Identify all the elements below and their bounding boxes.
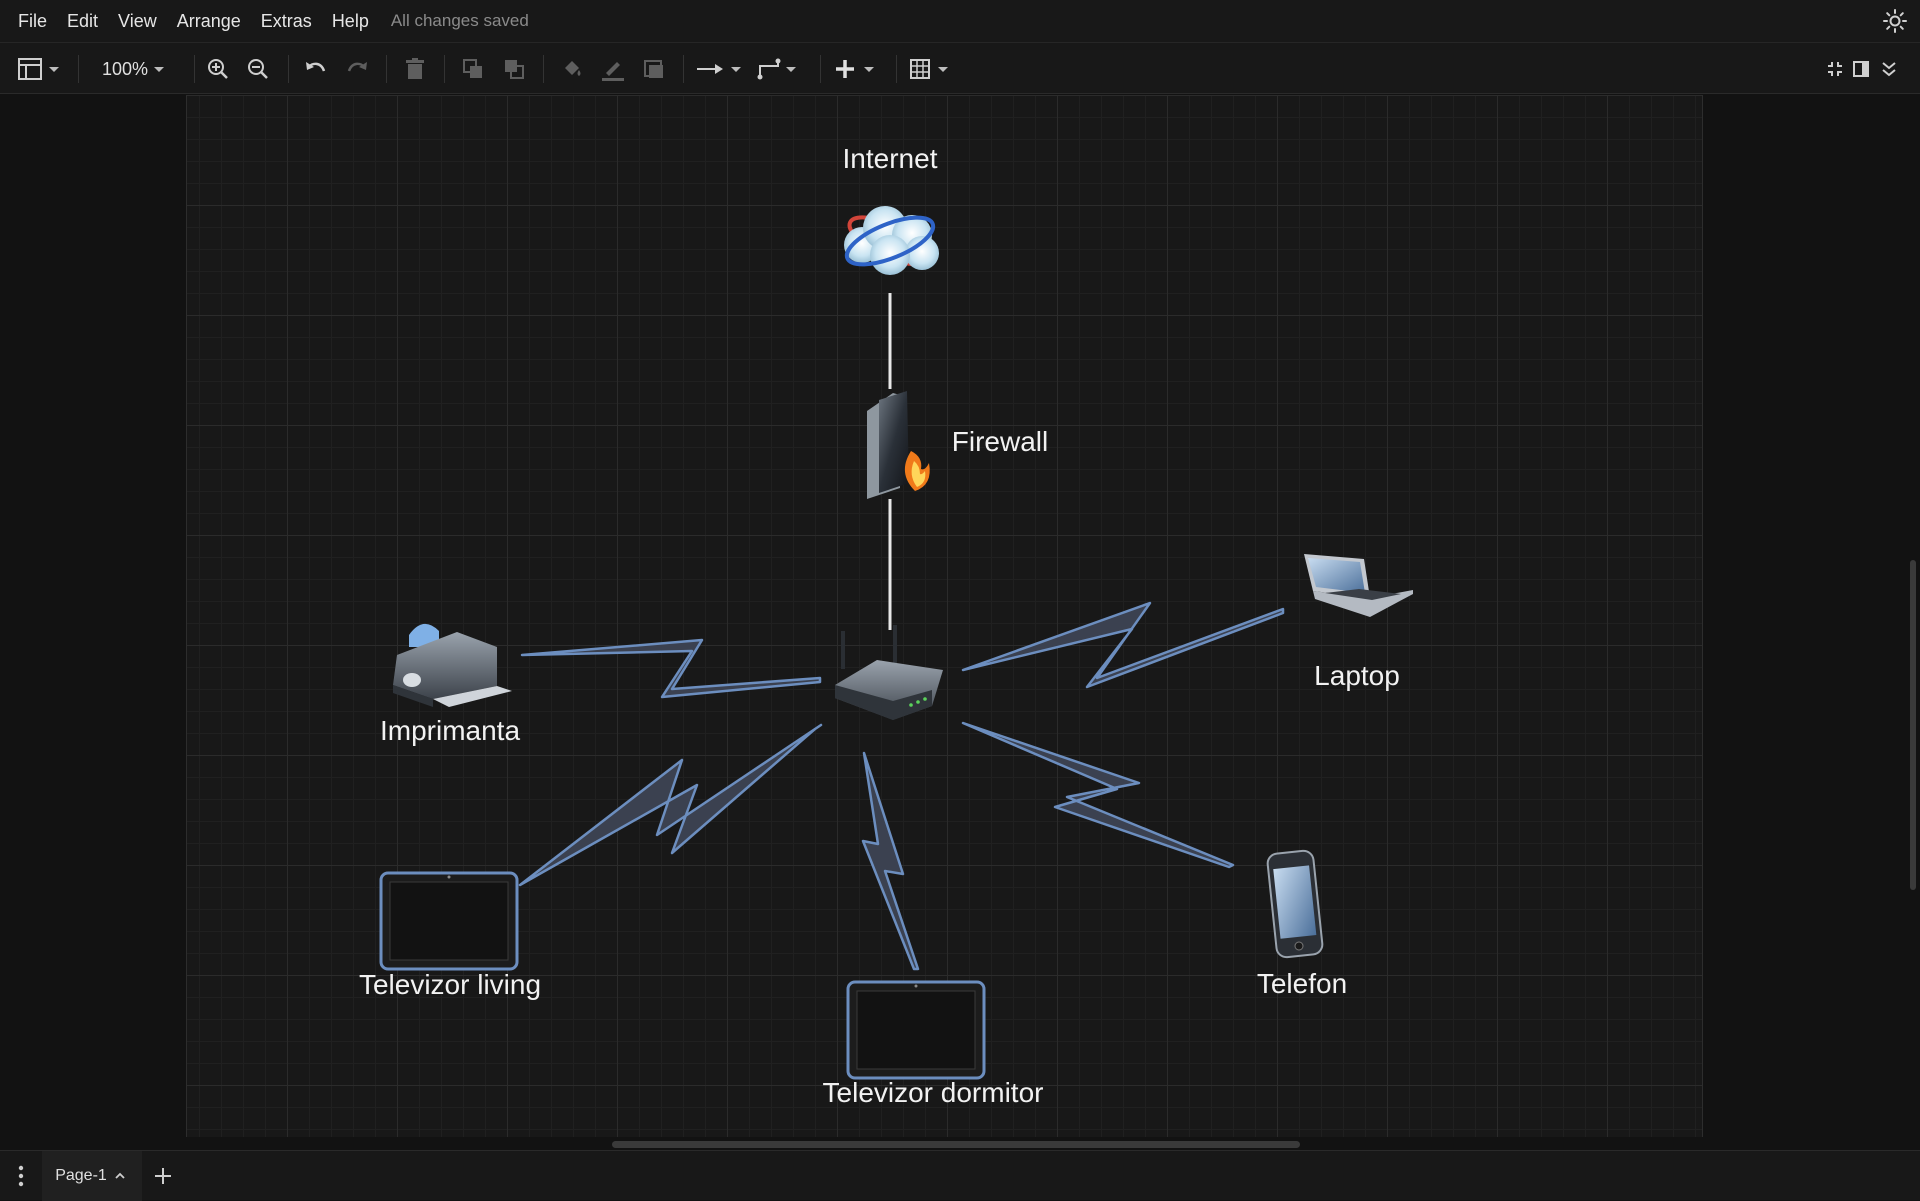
plus-icon xyxy=(155,1168,171,1184)
insert-icon xyxy=(836,60,874,78)
waypoints-dropdown[interactable] xyxy=(756,43,806,95)
printer-label: Imprimanta xyxy=(379,715,521,746)
phone-label: Telefon xyxy=(1256,968,1348,999)
tv-bedroom-label: Televizor dormitor xyxy=(822,1077,1044,1108)
wireless-router-node[interactable] xyxy=(835,625,943,720)
menu-help[interactable]: Help xyxy=(331,10,369,31)
collapse-toolbar-button[interactable] xyxy=(1876,43,1902,95)
waypoints-icon xyxy=(757,58,796,80)
table-dropdown[interactable] xyxy=(908,43,958,95)
firewall-label: Firewall xyxy=(951,426,1049,457)
tv-living-label: Televizor living xyxy=(358,969,542,1000)
format-panel-button[interactable] xyxy=(1848,43,1874,95)
menu-arrange[interactable]: Arrange xyxy=(176,10,241,31)
wireless-link-printer[interactable] xyxy=(520,638,822,699)
internet-label: Internet xyxy=(842,143,938,174)
zoom-in-button[interactable] xyxy=(204,43,232,95)
menu-bar: File Edit View Arrange Extras Help All c… xyxy=(0,0,1920,42)
menu-view[interactable]: View xyxy=(118,10,157,31)
diagram-svg xyxy=(379,206,1413,1080)
sun-icon xyxy=(1883,9,1907,33)
format-panel-icon xyxy=(1853,61,1869,77)
add-page-button[interactable] xyxy=(148,1161,178,1191)
diagram-page[interactable]: Internet Firewall Imprimanta Laptop Tele… xyxy=(186,95,1703,1137)
zoom-in-icon xyxy=(208,59,228,79)
page-tabs-bar: Page-1 xyxy=(0,1150,1920,1201)
menu-edit[interactable]: Edit xyxy=(67,10,99,31)
firewall-node[interactable] xyxy=(867,391,930,499)
wireless-link-tv-living[interactable] xyxy=(518,723,823,887)
shadow-button[interactable] xyxy=(639,43,669,95)
phone-node[interactable] xyxy=(1266,849,1324,959)
to-back-button[interactable] xyxy=(499,43,529,95)
zoom-out-icon xyxy=(248,59,268,79)
layout-icon xyxy=(18,58,59,80)
pages-menu-button[interactable] xyxy=(8,1161,34,1191)
shadow-icon xyxy=(644,60,663,78)
tablet-tv-icon xyxy=(379,871,519,971)
fullscreen-button[interactable] xyxy=(1822,43,1848,95)
laptop-node[interactable] xyxy=(1304,554,1413,617)
internet-node[interactable] xyxy=(841,206,939,275)
redo-icon xyxy=(347,62,367,72)
fill-color-icon xyxy=(565,61,581,76)
tablet-tv-icon xyxy=(846,980,986,1080)
page-tab[interactable]: Page-1 xyxy=(42,1151,142,1201)
table-icon xyxy=(910,59,948,79)
laptop-icon xyxy=(1304,554,1413,617)
insert-dropdown[interactable] xyxy=(832,43,882,95)
line-color-button[interactable] xyxy=(598,43,628,95)
layout-button[interactable] xyxy=(14,43,64,95)
wireless-link-phone[interactable] xyxy=(961,721,1235,869)
chevron-down-icon xyxy=(154,67,165,72)
zoom-value: 100% xyxy=(101,58,149,79)
zoom-out-button[interactable] xyxy=(244,43,272,95)
printer-icon xyxy=(393,623,512,707)
cloud-globe-icon xyxy=(844,206,939,275)
router-icon xyxy=(835,625,943,720)
laptop-label: Laptop xyxy=(1314,660,1400,691)
to-back-icon xyxy=(505,60,524,79)
tv-living-node[interactable] xyxy=(379,871,519,971)
smartphone-icon xyxy=(1266,849,1324,959)
undo-icon xyxy=(306,62,326,72)
redo-button[interactable] xyxy=(342,43,372,95)
wireless-link-tv-bedroom[interactable] xyxy=(861,751,920,971)
delete-icon xyxy=(406,58,424,79)
connection-dropdown[interactable] xyxy=(695,43,745,95)
horizontal-scrollbar[interactable] xyxy=(612,1141,1300,1148)
wireless-link-laptop[interactable] xyxy=(961,601,1285,689)
vertical-scrollbar[interactable] xyxy=(1910,560,1916,890)
toolbar: 100% xyxy=(0,42,1920,94)
to-front-icon xyxy=(463,59,482,78)
menu-file[interactable]: File xyxy=(18,10,48,31)
theme-toggle-button[interactable] xyxy=(1882,8,1908,34)
collapse-icon xyxy=(1882,62,1896,77)
chevron-up-icon xyxy=(115,1172,125,1179)
menu-extras[interactable]: Extras xyxy=(260,10,312,31)
connection-icon xyxy=(697,64,741,74)
to-front-button[interactable] xyxy=(458,43,488,95)
line-color-icon xyxy=(602,62,624,81)
zoom-dropdown[interactable]: 100% xyxy=(92,43,178,95)
delete-button[interactable] xyxy=(400,43,430,95)
tv-bedroom-node[interactable] xyxy=(846,980,986,1080)
page-tab-label: Page-1 xyxy=(55,1167,107,1184)
fill-color-button[interactable] xyxy=(557,43,587,95)
fullscreen-icon xyxy=(1828,62,1842,76)
undo-button[interactable] xyxy=(301,43,331,95)
more-vertical-icon xyxy=(18,1165,24,1187)
save-status: All changes saved xyxy=(390,11,529,30)
firewall-server-icon xyxy=(867,391,930,499)
canvas-area[interactable]: Internet Firewall Imprimanta Laptop Tele… xyxy=(0,95,1920,1150)
printer-node[interactable] xyxy=(393,623,512,707)
